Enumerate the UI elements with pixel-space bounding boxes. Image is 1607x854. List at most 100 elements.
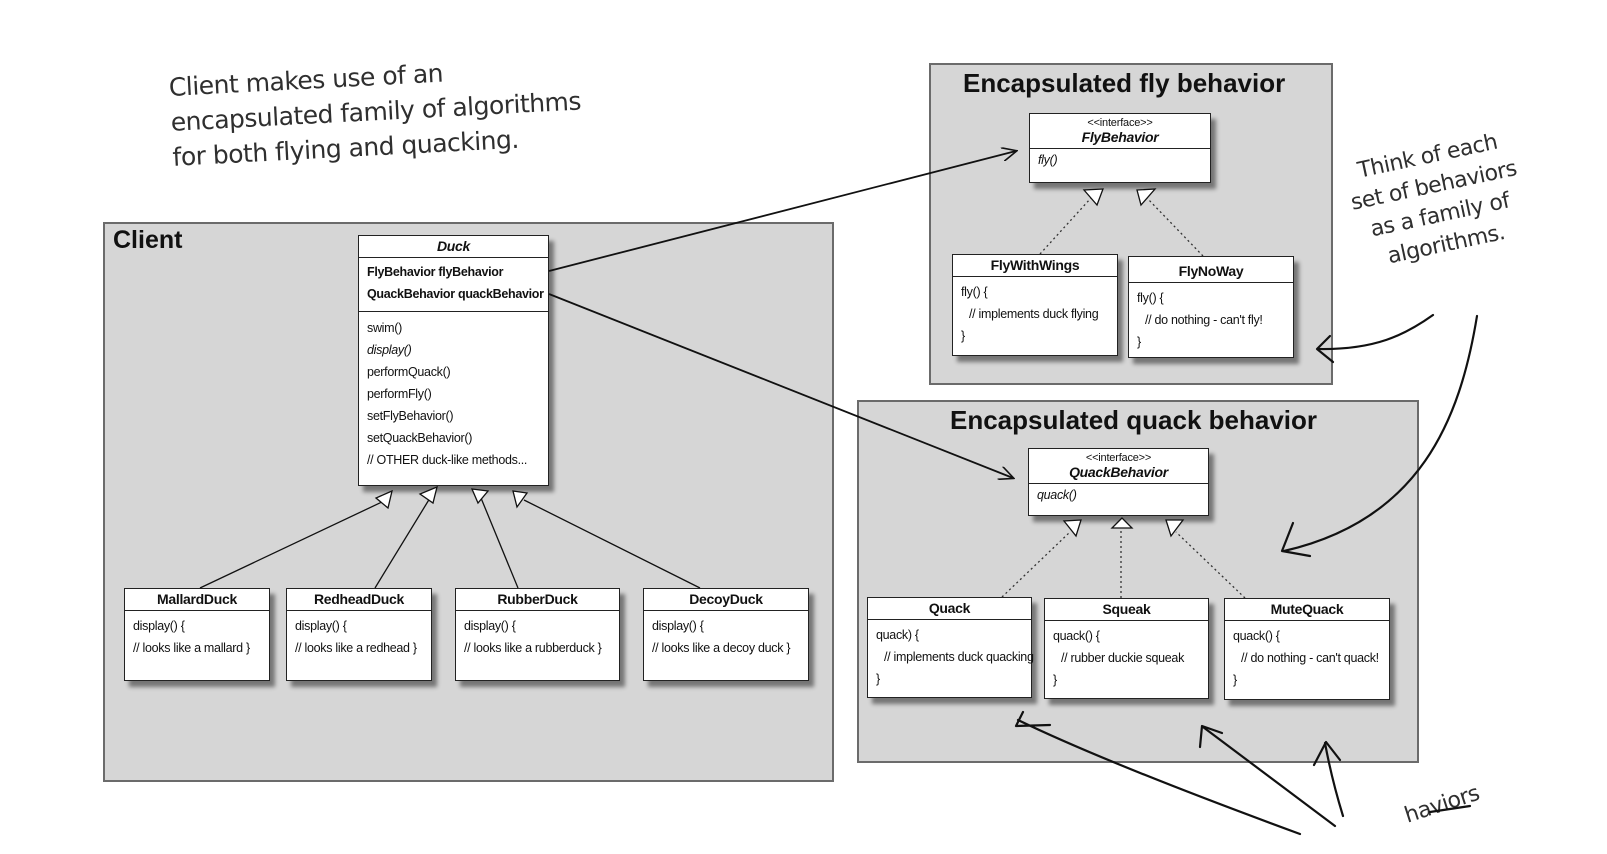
interface-stereotype: <<interface>> — [1085, 452, 1152, 464]
fly-behavior-interface: <<interface>> FlyBehavior fly() — [1029, 113, 1211, 183]
interface-name: QuackBehavior — [1069, 464, 1168, 480]
code-line: // do nothing - can't fly! — [1145, 313, 1263, 327]
class-body: quack) { // implements duck quacking } — [868, 620, 1034, 694]
fly-with-wings-class: FlyWithWings fly() { // implements duck … — [952, 254, 1118, 356]
squeak-realization-head — [1110, 517, 1134, 529]
mute-quack-realization-head — [1165, 519, 1185, 538]
duck-attribute: QuackBehavior quackBehavior — [367, 287, 544, 301]
interface-method: fly() — [1038, 153, 1058, 167]
duck-method: setFlyBehavior() — [367, 409, 454, 423]
mute-quack-class: MuteQuack quack() { // do nothing - can'… — [1224, 598, 1390, 700]
redhead-inheritance-line — [374, 497, 431, 589]
code-line: } — [1053, 673, 1057, 687]
interface-methods: fly() — [1030, 149, 1210, 173]
code-line: display() { — [652, 619, 704, 633]
decoy-duck-class: DecoyDuck display() { // looks like a de… — [643, 588, 809, 681]
quack-association-arrow — [548, 293, 1013, 478]
hand-strike-mark — [1428, 804, 1472, 814]
fly-no-way-class: FlyNoWay fly() { // do nothing - can't f… — [1128, 256, 1294, 358]
client-panel-title: Client — [113, 226, 183, 254]
class-name: MuteQuack — [1225, 599, 1389, 621]
fly-association-arrow — [548, 151, 1016, 272]
code-line: // looks like a redhead } — [295, 641, 417, 655]
quack-behavior-interface: <<interface>> QuackBehavior quack() — [1028, 448, 1209, 516]
code-line: } — [1233, 673, 1237, 687]
code-line: display() { — [464, 619, 516, 633]
class-body: display() { // looks like a mallard } — [125, 611, 269, 663]
class-name: Squeak — [1045, 599, 1208, 621]
code-line: fly() { — [961, 285, 988, 299]
interface-header: <<interface>> FlyBehavior — [1030, 114, 1210, 149]
code-line: // implements duck quacking — [884, 650, 1034, 664]
interface-methods: quack() — [1029, 484, 1208, 508]
code-line: } — [1137, 335, 1141, 349]
class-body: fly() { // implements duck flying } — [953, 277, 1117, 351]
fly-panel-title: Encapsulated fly behavior — [963, 68, 1286, 98]
mallard-inheritance-head — [374, 489, 393, 510]
code-line: quack) { — [876, 628, 919, 642]
interface-stereotype: <<interface>> — [1087, 117, 1153, 129]
class-body: display() { // looks like a redhead } — [287, 611, 431, 663]
redhead-duck-class: RedheadDuck display() { // looks like a … — [286, 588, 432, 681]
rubber-inheritance-line — [480, 497, 519, 589]
decoy-inheritance-head — [512, 490, 529, 509]
hand-arrow-to-quack-class-head — [1014, 710, 1052, 728]
interface-method: quack() — [1037, 488, 1077, 502]
redhead-inheritance-head — [418, 485, 438, 505]
class-name: MallardDuck — [125, 589, 269, 611]
code-line: fly() { — [1137, 291, 1164, 305]
duck-class: Duck FlyBehavior flyBehavior QuackBehavi… — [358, 235, 549, 486]
quack-class: Quack quack) { // implements duck quacki… — [867, 597, 1034, 698]
mute-quack-realization-line — [1175, 531, 1246, 599]
duck-attributes: FlyBehavior flyBehavior QuackBehavior qu… — [359, 258, 548, 312]
quack-realization-head — [1062, 519, 1082, 538]
duck-method: performQuack() — [367, 365, 451, 379]
class-body: display() { // looks like a decoy duck } — [644, 611, 808, 663]
duck-method: // OTHER duck-like methods... — [367, 453, 528, 467]
hand-arrow-to-squeak-class — [1201, 725, 1337, 828]
class-name: DecoyDuck — [644, 589, 808, 611]
hand-arrow-to-squeak-class-head — [1198, 724, 1224, 749]
squeak-class: Squeak quack() { // rubber duckie squeak… — [1044, 598, 1209, 699]
code-line: display() { — [133, 619, 185, 633]
class-name: FlyWithWings — [953, 255, 1117, 277]
fly-no-way-realization-head — [1136, 188, 1157, 207]
interface-name: FlyBehavior — [1081, 129, 1159, 145]
duck-method: setQuackBehavior() — [367, 431, 473, 445]
class-name: RedheadDuck — [287, 589, 431, 611]
hand-arrow-to-fly-panel-head — [1315, 334, 1335, 364]
class-body: quack() { // do nothing - can't quack! } — [1225, 621, 1389, 695]
code-line: // looks like a rubberduck } — [464, 641, 602, 655]
duck-methods: swim() display() performQuack() performF… — [359, 312, 548, 475]
fly-with-wings-realization-head — [1082, 188, 1104, 207]
code-line: } — [876, 672, 880, 686]
class-name: RubberDuck — [456, 589, 619, 611]
code-line: // looks like a mallard } — [133, 641, 250, 655]
class-body: display() { // looks like a rubberduck } — [456, 611, 619, 663]
decoy-inheritance-line — [523, 499, 701, 589]
code-line: quack() { — [1233, 629, 1280, 643]
mallard-inheritance-line — [199, 500, 385, 589]
hand-arrow-to-fly-panel — [1316, 313, 1435, 351]
code-line: quack() { — [1053, 629, 1100, 643]
hand-arrow-to-mute-quack-class — [1323, 741, 1345, 818]
quack-panel-title: Encapsulated quack behavior — [950, 405, 1318, 435]
rubber-inheritance-head — [470, 488, 490, 505]
duck-method: display() — [367, 343, 412, 357]
duck-method: swim() — [367, 321, 402, 335]
hand-arrow-to-mute-quack-class-head — [1312, 740, 1342, 767]
fly-no-way-realization-line — [1146, 197, 1204, 257]
code-line: // rubber duckie squeak — [1061, 651, 1185, 665]
code-line: // do nothing - can't quack! — [1241, 651, 1379, 665]
duck-attribute: FlyBehavior flyBehavior — [367, 265, 504, 279]
code-line: display() { — [295, 619, 347, 633]
hand-arrow-to-quack-panel-head — [1280, 521, 1312, 558]
class-name: FlyNoWay — [1129, 257, 1293, 283]
mallard-duck-class: MallardDuck display() { // looks like a … — [124, 588, 270, 681]
interface-header: <<interface>> QuackBehavior — [1029, 449, 1208, 484]
class-body: quack() { // rubber duckie squeak } — [1045, 621, 1208, 695]
class-body: fly() { // do nothing - can't fly! } — [1129, 283, 1293, 357]
class-name: Quack — [868, 598, 1031, 620]
quack-realization-line — [1001, 531, 1071, 598]
